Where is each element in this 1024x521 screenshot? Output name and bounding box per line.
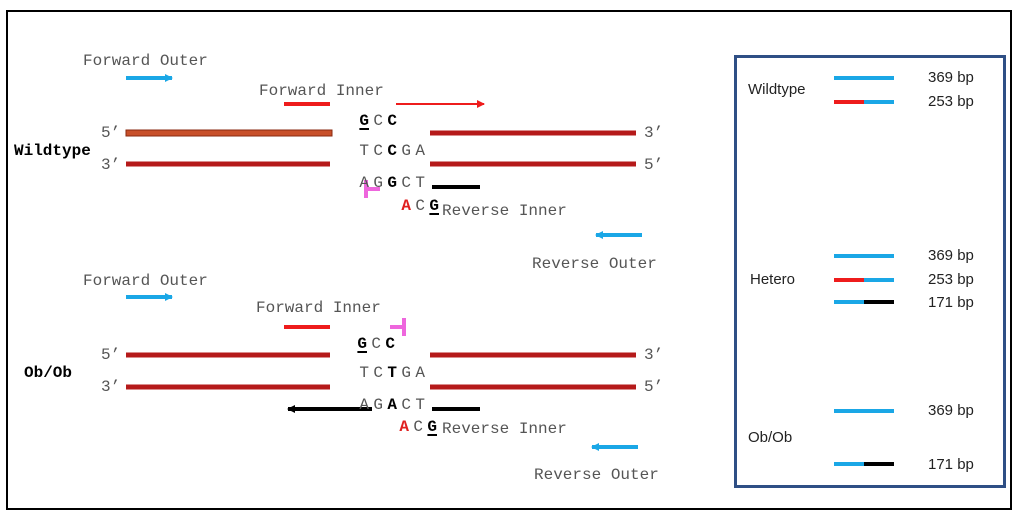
legend-wildtype-label: Wildtype	[748, 81, 806, 98]
wt-fi-base-1: G	[359, 112, 369, 130]
ob-bottom-base-4: C	[401, 396, 411, 414]
ob-ri-base-2: C	[413, 418, 423, 436]
ob-forward-inner-label: Forward Inner	[256, 299, 381, 317]
ob-bottom-5prime: 5’	[644, 378, 664, 396]
ob-top-base-4: G	[401, 364, 411, 382]
wt-bottom-3prime: 3’	[101, 156, 121, 174]
wt-ri-base-1: A	[401, 197, 411, 215]
ob-ri-base-1: A	[399, 418, 409, 436]
legend-het-band-171-label: 171 bp	[928, 294, 974, 311]
legend-wt-band-253-label: 253 bp	[928, 93, 974, 110]
wt-ri-base-2: C	[415, 197, 425, 215]
ob-top-3prime: 3’	[644, 346, 664, 364]
wt-ri-base-3: G	[429, 197, 439, 215]
ob-bottom-base-1: A	[359, 396, 369, 414]
wt-top-5prime: 5’	[101, 124, 121, 142]
wt-top-strand-left	[125, 129, 333, 137]
ob-ri-base-3: G	[427, 418, 437, 436]
ob-top-base-1: T	[359, 364, 369, 382]
wt-bottom-base-3: G	[387, 174, 397, 192]
legend-het-band-369-label: 369 bp	[928, 247, 974, 264]
ob-reverse-inner-label: Reverse Inner	[442, 420, 567, 438]
wt-fi-base-2: C	[373, 112, 383, 130]
wt-bottom-base-5: T	[415, 174, 425, 192]
wt-mismatch-blocker	[364, 180, 380, 198]
ob-top-base-2: C	[373, 364, 383, 382]
wt-bottom-base-4: C	[401, 174, 411, 192]
ob-mismatch-blocker	[390, 318, 406, 336]
ob-reverse-outer-label: Reverse Outer	[534, 466, 659, 484]
wt-top-3prime: 3’	[644, 124, 664, 142]
legend-obob-label: Ob/Ob	[748, 429, 793, 446]
ob-fi-base-2: C	[371, 335, 381, 353]
ob-forward-outer-label: Forward Outer	[83, 272, 208, 290]
ob-bottom-base-3: A	[387, 396, 397, 414]
ob-bottom-base-2: G	[373, 396, 383, 414]
legend-het-band-253-label: 253 bp	[928, 271, 974, 288]
wt-fi-base-3: C	[387, 112, 397, 130]
wt-reverse-outer-label: Reverse Outer	[532, 255, 657, 273]
wt-bottom-base-1: A	[359, 174, 369, 192]
figure-frame	[6, 10, 1012, 510]
ob-fi-base-1: G	[357, 335, 367, 353]
wt-top-base-1: T	[359, 142, 369, 160]
band-legend-box	[734, 55, 1006, 488]
legend-wt-band-369-label: 369 bp	[928, 69, 974, 86]
wt-bottom-5prime: 5’	[644, 156, 664, 174]
ob-fi-base-3: C	[385, 335, 395, 353]
wt-forward-inner-label: Forward Inner	[259, 82, 384, 100]
wt-top-base-2: C	[373, 142, 383, 160]
wt-reverse-inner-label: Reverse Inner	[442, 202, 567, 220]
wt-bottom-base-2: G	[373, 174, 383, 192]
ob-top-base-5: A	[415, 364, 425, 382]
wt-forward-outer-label: Forward Outer	[83, 52, 208, 70]
wt-top-base-3: C	[387, 142, 397, 160]
ob-bottom-3prime: 3’	[101, 378, 121, 396]
ob-top-base-3: T	[387, 364, 397, 382]
wt-top-base-4: G	[401, 142, 411, 160]
legend-ob-band-171-label: 171 bp	[928, 456, 974, 473]
wt-top-base-5: A	[415, 142, 425, 160]
wt-genotype-label: Wildtype	[14, 142, 91, 160]
ob-top-5prime: 5’	[101, 346, 121, 364]
legend-hetero-label: Hetero	[750, 271, 796, 288]
ob-bottom-base-5: T	[415, 396, 425, 414]
legend-ob-band-369-label: 369 bp	[928, 402, 974, 419]
ob-genotype-label: Ob/Ob	[24, 364, 73, 382]
